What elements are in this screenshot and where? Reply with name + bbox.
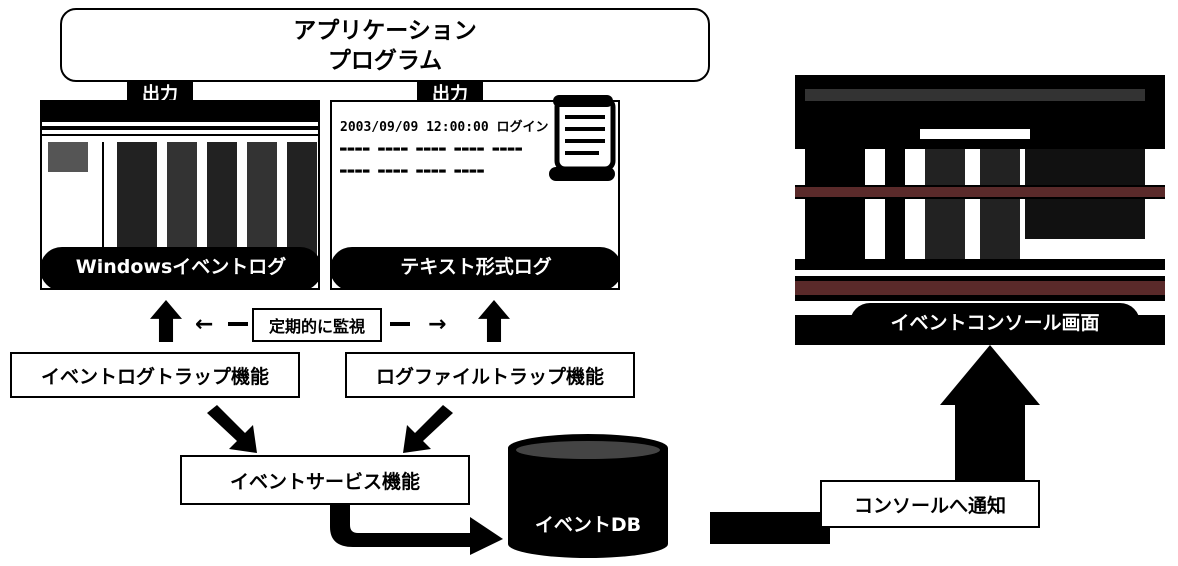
arrow-down-left <box>395 405 455 455</box>
monitor-right-arrow: → <box>428 312 447 337</box>
event-console-caption: イベントコンソール画面 <box>850 303 1140 343</box>
notify-console-box: コンソールへ通知 <box>820 480 1040 528</box>
notify-stem <box>955 400 1025 482</box>
monitor-left-dash <box>228 322 248 326</box>
up-arrow-event-log <box>150 300 182 342</box>
arrow-down-right <box>205 405 265 455</box>
application-label-line2: プログラム <box>327 48 443 74</box>
periodic-monitoring-label: 定期的に監視 <box>252 308 382 342</box>
event-db-cylinder: イベントDB <box>498 432 678 562</box>
text-log-window: 2003/09/09 12:00:00 ログイン ▬▬▬▬ ▬▬▬▬ ▬▬▬▬ … <box>330 100 620 290</box>
application-program-box: アプリケーション プログラム <box>60 8 710 82</box>
up-arrow-console <box>940 345 1040 405</box>
windows-event-log-window: Windowsイベントログ <box>40 100 320 290</box>
application-label-line1: アプリケーション <box>293 18 477 44</box>
log-file-trap-box: ログファイルトラップ機能 <box>345 352 635 398</box>
scroll-document-icon <box>545 95 625 185</box>
monitor-right-dash <box>390 322 410 326</box>
text-log-caption: テキスト形式ログ <box>332 247 618 288</box>
event-service-box: イベントサービス機能 <box>180 455 470 505</box>
db-to-notify-bar <box>710 512 830 544</box>
event-log-trap-box: イベントログトラップ機能 <box>10 352 300 398</box>
text-log-dashes-2: ▬▬▬▬ ▬▬▬▬ ▬▬▬▬ ▬▬▬▬ <box>340 164 485 177</box>
up-arrow-log-file <box>478 300 510 342</box>
text-log-dashes-1: ▬▬▬▬ ▬▬▬▬ ▬▬▬▬ ▬▬▬▬ ▬▬▬▬ <box>340 142 523 155</box>
text-log-line: 2003/09/09 12:00:00 ログイン <box>340 120 549 135</box>
event-console-screen: イベントコンソール画面 <box>795 75 1165 345</box>
windows-event-log-caption: Windowsイベントログ <box>42 247 318 288</box>
monitor-left-arrow: ← <box>195 312 214 337</box>
output-label-right: 出力 <box>432 84 468 105</box>
arrow-service-to-db <box>325 505 505 555</box>
event-db-label: イベントDB <box>534 514 642 536</box>
output-label-left: 出力 <box>142 84 178 105</box>
